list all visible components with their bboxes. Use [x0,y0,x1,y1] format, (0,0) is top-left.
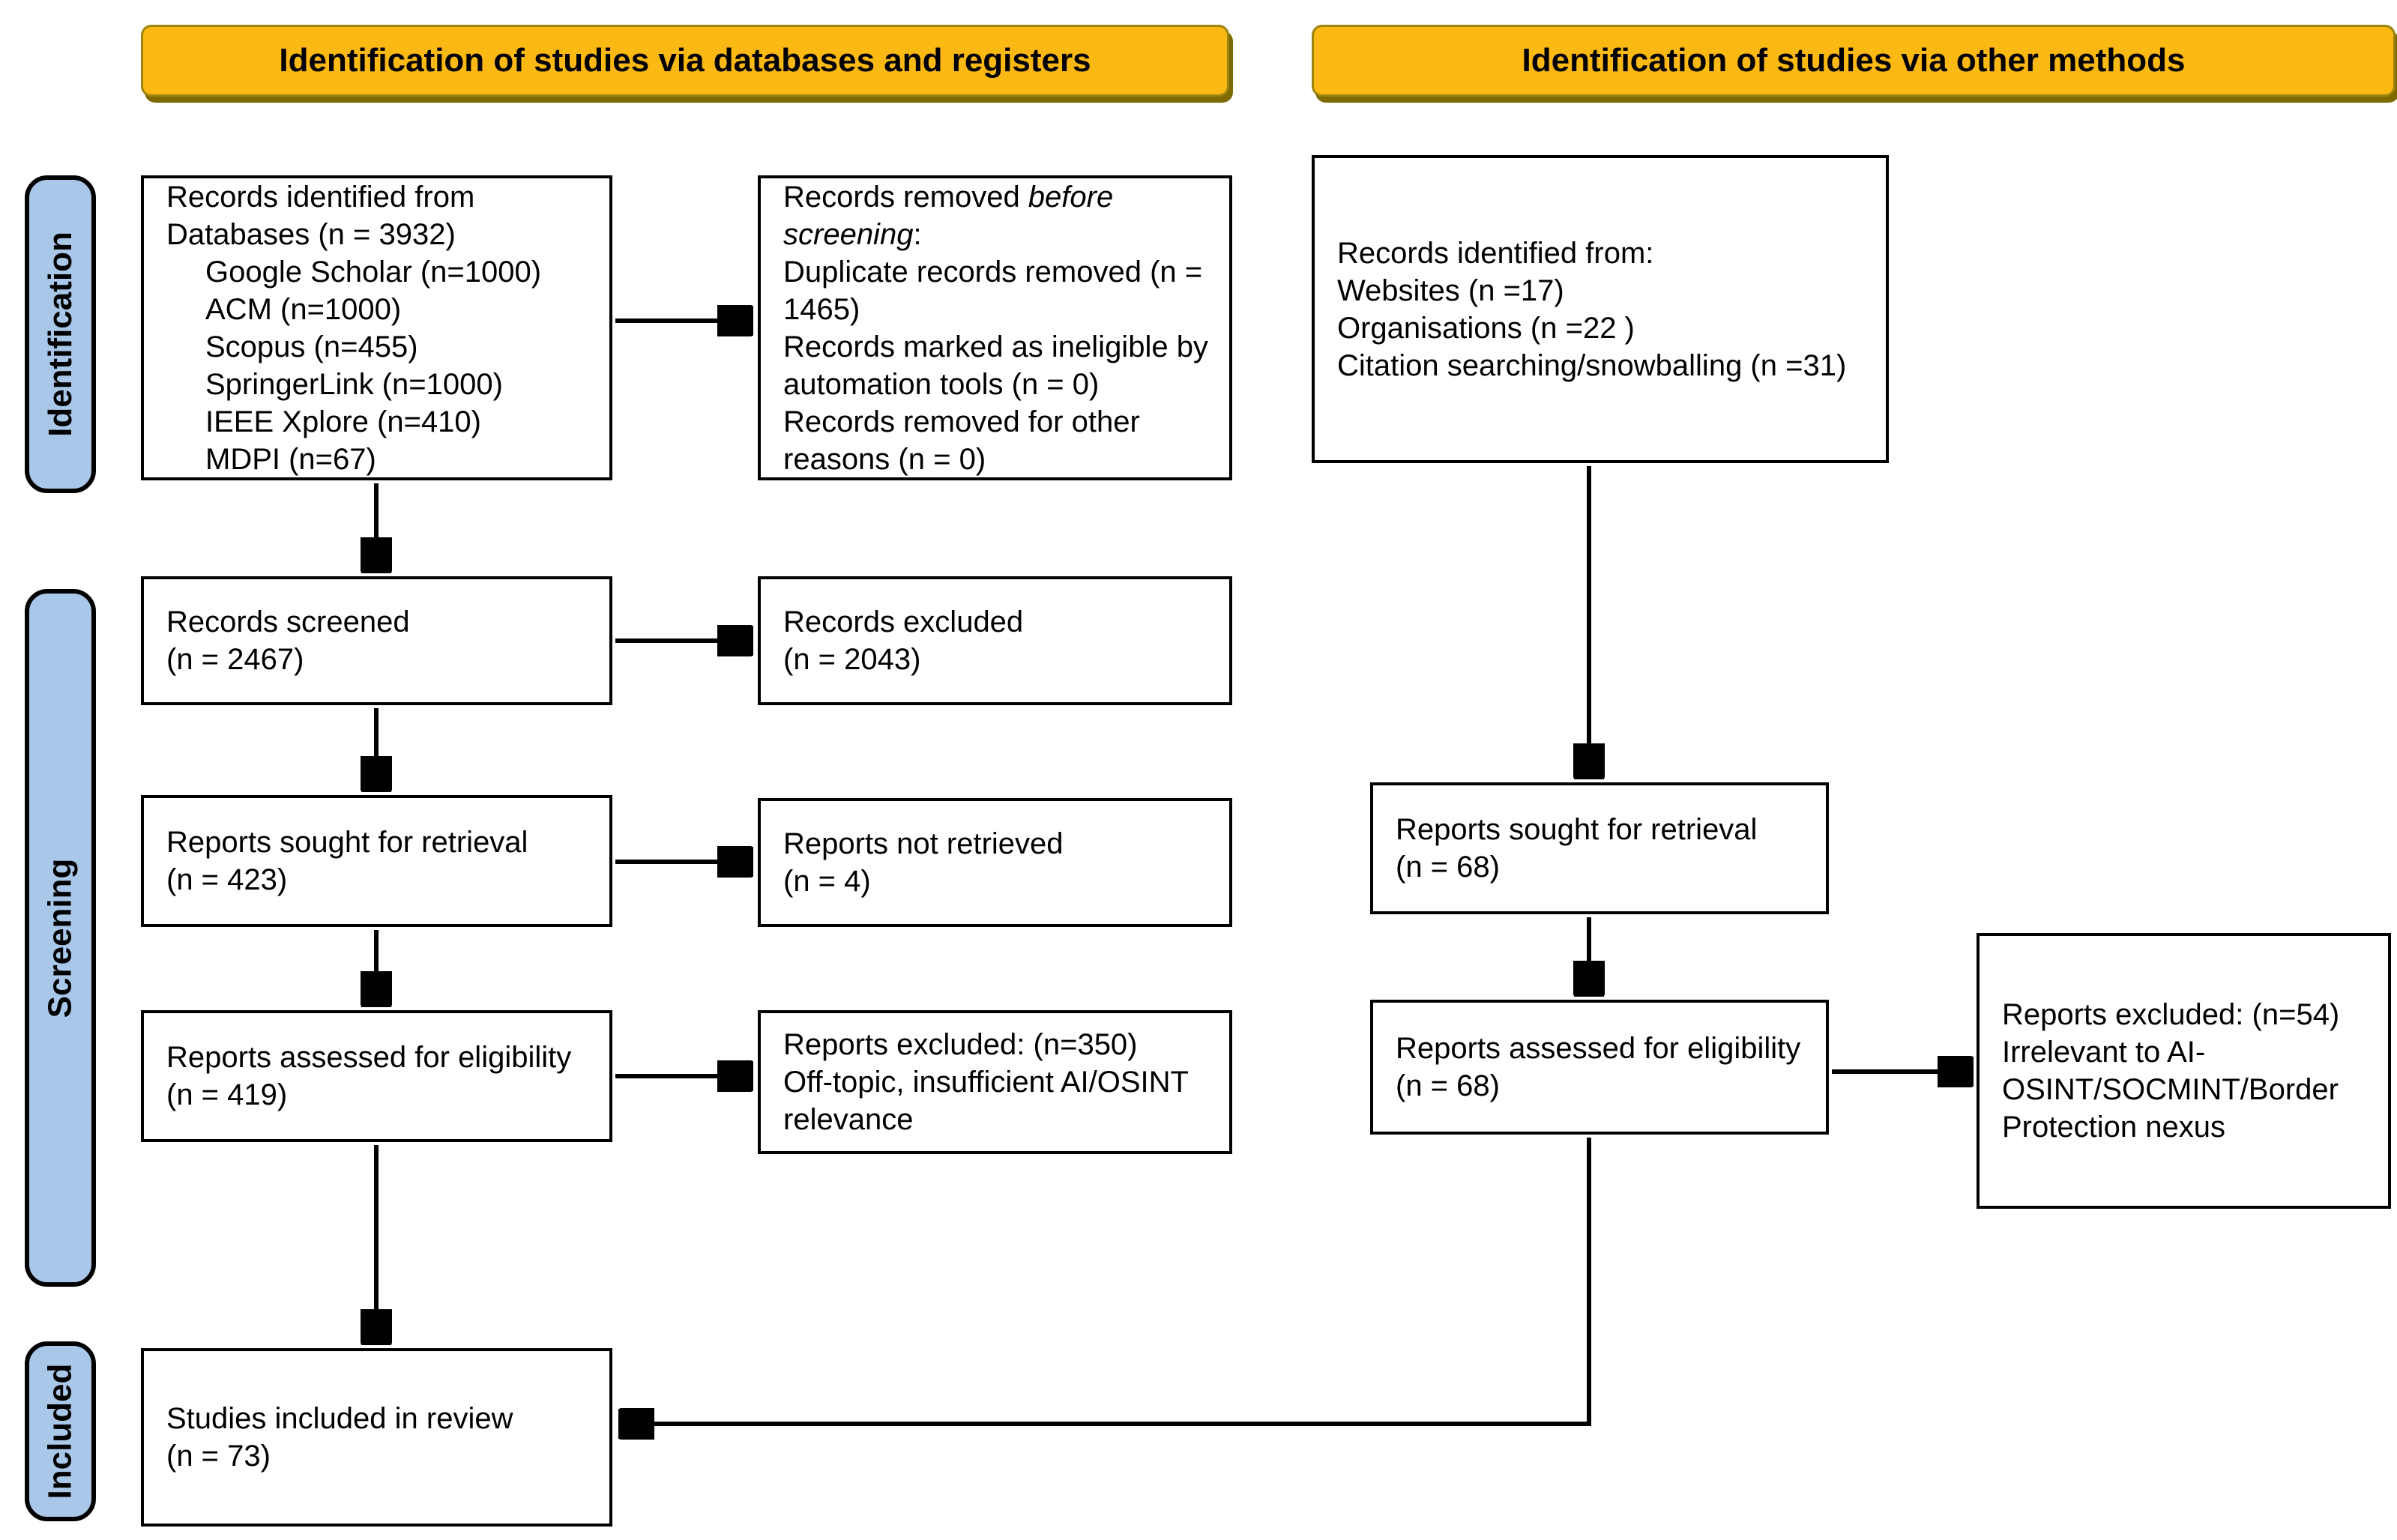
box-reports-sought-other: Reports sought for retrieval(n = 68) [1370,782,1829,914]
stage-identification: Identification [25,175,96,493]
stage-included-label: Included [41,1363,79,1500]
box-studies-included-review: Studies included in review(n = 73) [141,1348,612,1527]
box-reports-assessed-eligibility: Reports assessed for eligibility(n = 419… [141,1010,612,1142]
box-records-screened: Records screened(n = 2467) [141,576,612,705]
box-records-identified-other-methods: Records identified from:Websites (n =17)… [1312,155,1889,463]
box-reports-excluded-54: Reports excluded: (n=54)Irrelevant to AI… [1977,933,2391,1209]
box-reports-sought-retrieval: Reports sought for retrieval(n = 423) [141,795,612,927]
box-records-excluded: Records excluded(n = 2043) [758,576,1232,705]
banner-other-methods: Identification of studies via other meth… [1312,25,2396,97]
box-reports-assessed-other: Reports assessed for eligibility(n = 68) [1370,1000,1829,1135]
stage-included: Included [25,1341,96,1521]
banner-databases-label: Identification of studies via databases … [279,42,1091,79]
banner-databases-registers: Identification of studies via databases … [141,25,1229,97]
arrow-other-assessed-to-included [623,1138,1591,1424]
banner-other-label: Identification of studies via other meth… [1522,42,2186,79]
stage-screening-label: Screening [41,858,79,1018]
stage-screening: Screening [25,589,96,1287]
box-reports-not-retrieved: Reports not retrieved(n = 4) [758,798,1232,927]
box-reports-excluded-350: Reports excluded: (n=350)Off-topic, insu… [758,1010,1232,1154]
stage-identification-label: Identification [41,232,79,437]
